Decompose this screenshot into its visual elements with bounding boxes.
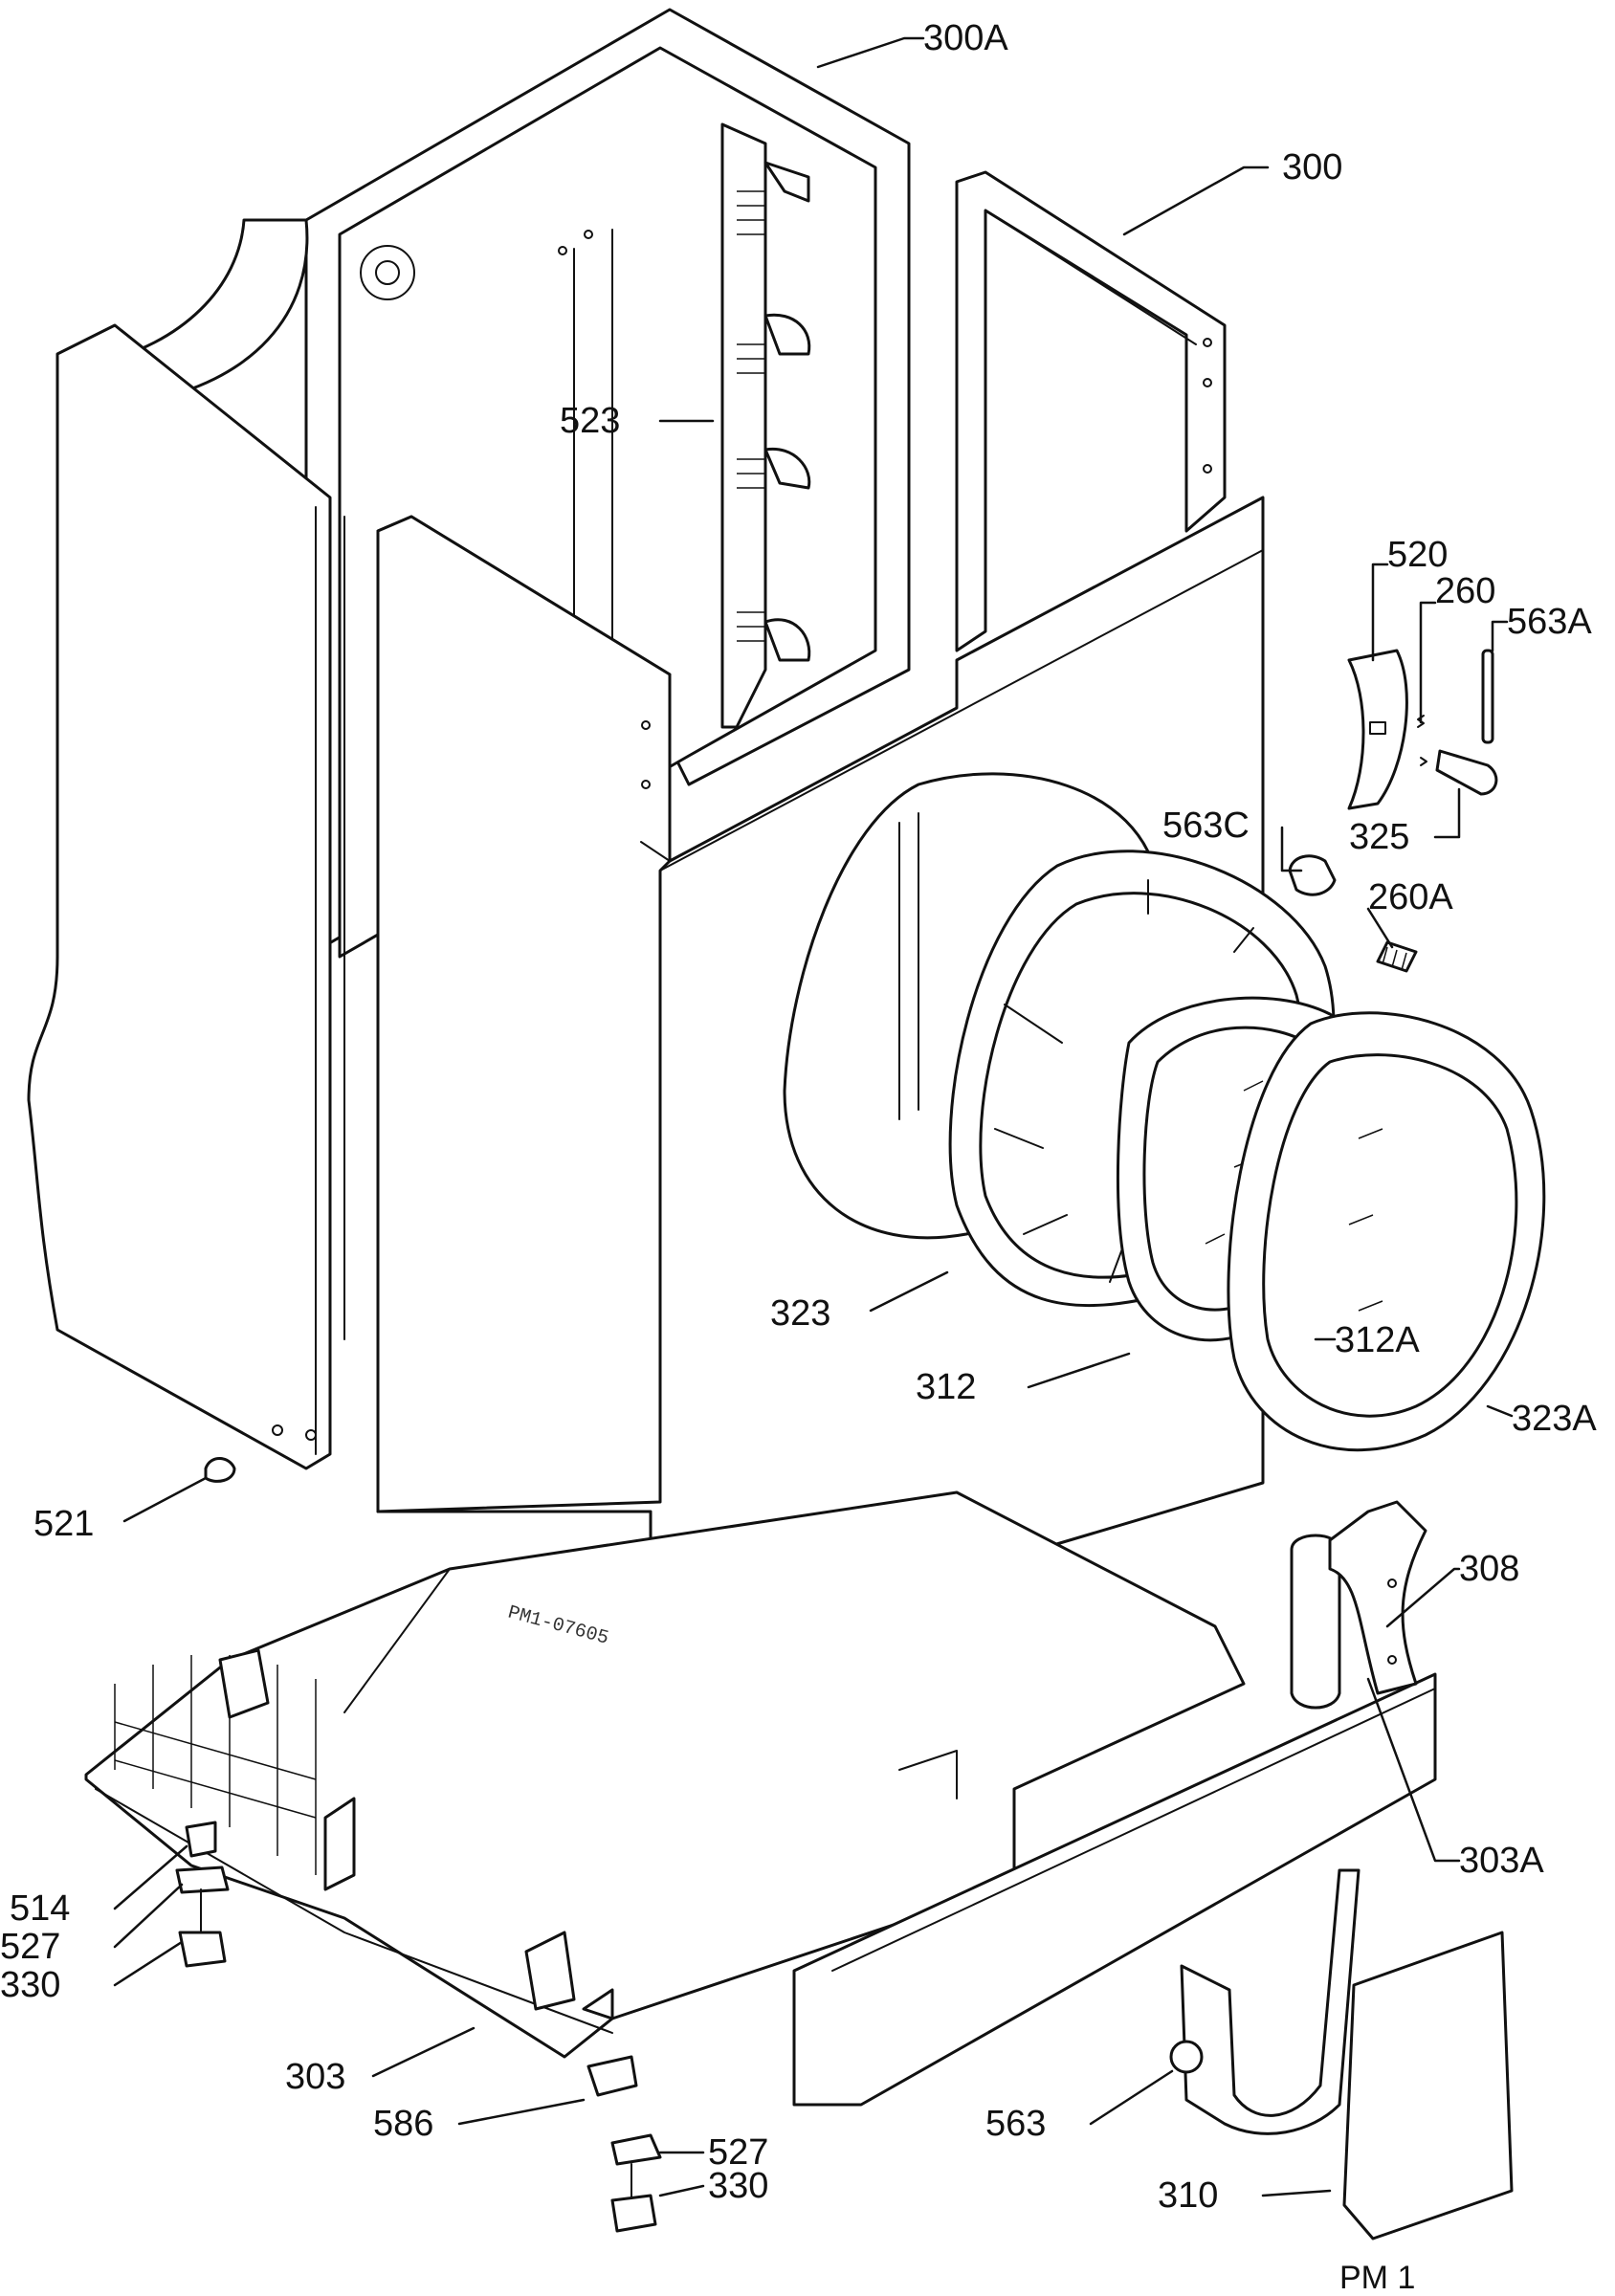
label-303: 303 xyxy=(285,2057,345,2097)
screw-521 xyxy=(204,1457,236,1483)
foot-assembly-right xyxy=(586,2055,662,2233)
label-260: 260 xyxy=(1435,571,1495,611)
label-514: 514 xyxy=(10,1888,70,1929)
spring-260 xyxy=(1417,715,1427,766)
outer-door-ring-323A xyxy=(1227,1011,1546,1452)
label-563A: 563A xyxy=(1507,602,1592,642)
spring-260A xyxy=(1376,940,1418,973)
label-520: 520 xyxy=(1387,535,1448,575)
label-310: 310 xyxy=(1158,2175,1218,2216)
filter-door-310 xyxy=(1342,1931,1514,2241)
label-312: 312 xyxy=(916,1367,976,1407)
label-563C: 563C xyxy=(1162,806,1250,846)
leader-lines xyxy=(113,36,1514,2197)
label-312A: 312A xyxy=(1335,1320,1420,1360)
lever-325 xyxy=(1435,749,1498,796)
label-563: 563 xyxy=(985,2104,1046,2144)
label-323: 323 xyxy=(770,1293,830,1334)
part-labels: 300A 300 523 520 260 563A 325 563C 260A … xyxy=(0,18,1597,2216)
pin-563A xyxy=(1481,649,1494,744)
label-260A: 260A xyxy=(1368,877,1453,917)
base-front-strip-303A xyxy=(792,1672,1437,2107)
label-330-right: 330 xyxy=(708,2166,768,2206)
label-586: 586 xyxy=(373,2104,433,2144)
label-308: 308 xyxy=(1459,1549,1519,1589)
label-325: 325 xyxy=(1349,817,1409,857)
label-521: 521 xyxy=(33,1504,94,1544)
left-side-panel xyxy=(27,323,345,1470)
right-cabinet-frame-300 xyxy=(955,170,1227,652)
label-523: 523 xyxy=(560,401,620,441)
rear-bracket-523 xyxy=(720,122,811,729)
latch-plate-520 xyxy=(1347,649,1408,810)
label-300A: 300A xyxy=(923,18,1008,58)
label-303A: 303A xyxy=(1459,1841,1544,1881)
bush-563C xyxy=(1288,854,1337,896)
label-300: 300 xyxy=(1282,147,1342,188)
sheet-id: PM 1 xyxy=(1339,2260,1415,2296)
label-527-left: 527 xyxy=(0,1927,60,1967)
filter-door-frame-563 xyxy=(1169,1868,1361,2135)
label-330-left: 330 xyxy=(0,1965,60,2005)
hinge-bracket-308 xyxy=(1290,1500,1427,1710)
label-527-right: 527 xyxy=(708,2132,768,2173)
label-323A: 323A xyxy=(1512,1399,1597,1439)
